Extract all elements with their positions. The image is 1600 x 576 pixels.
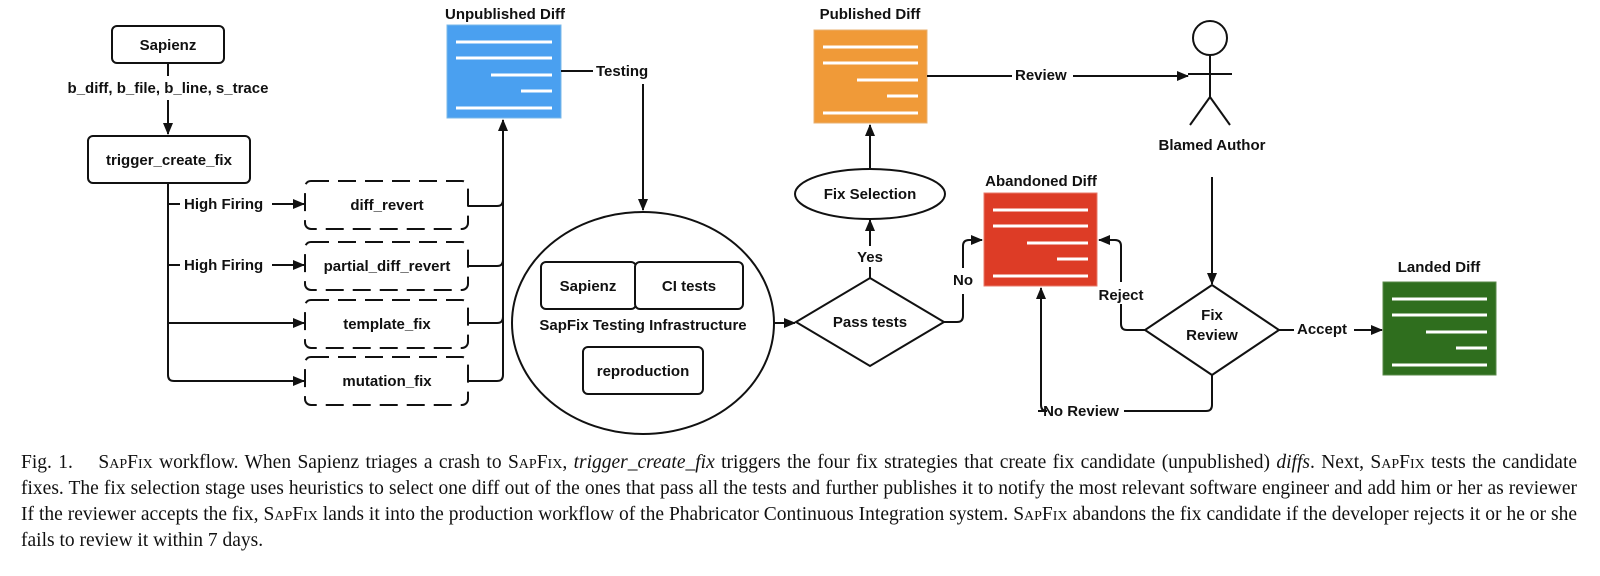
fix-selection-label: Fix Selection <box>824 186 917 203</box>
infra-title-label: SapFix Testing Infrastructure <box>539 317 746 334</box>
pass-tests-diamond <box>794 276 946 368</box>
caption-text-1: workflow. When Sapienz triages a crash t… <box>152 452 508 473</box>
infra-reproduction-label: reproduction <box>597 363 690 380</box>
caption-sapfix-4: SapFix <box>263 504 318 525</box>
diff-revert-label: diff_revert <box>350 197 423 214</box>
partial-diff-revert-label: partial_diff_revert <box>324 258 451 275</box>
sapfix-workflow-diagram: Sapienz b_diff, b_file, b_line, s_trace … <box>68 6 1497 435</box>
infra-ci-tests-label: CI tests <box>662 278 716 295</box>
published-diff-document <box>813 29 928 124</box>
published-diff-title: Published Diff <box>820 6 922 23</box>
high-firing-label-2: High Firing <box>184 257 263 274</box>
accept-label: Accept <box>1297 321 1347 338</box>
caption-text-3: triggers the four fix strategies that cr… <box>714 452 1277 473</box>
landed-diff-document <box>1382 281 1497 376</box>
landed-diff-lines <box>1392 297 1487 367</box>
unpublished-diff-document <box>446 24 562 119</box>
sapienz-label: Sapienz <box>140 37 197 54</box>
caption-sapfix-2: SapFix <box>507 452 563 473</box>
caption-text-7: abandons the fix candidate if the develo… <box>21 504 1578 551</box>
fix-review-label-line2: Review <box>1186 327 1238 344</box>
caption-text-2: , <box>562 452 574 473</box>
caption-text-5: tests the candidate fixes. The fix selec… <box>21 452 1578 525</box>
caption-text-6: lands it into the production workflow of… <box>317 504 1014 525</box>
sapienz-output-label: b_diff, b_file, b_line, s_trace <box>68 80 269 97</box>
infra-ci-tests-box <box>634 261 744 310</box>
unpublished-diff-lines <box>456 40 552 110</box>
reject-label: Reject <box>1098 287 1143 304</box>
figure-caption: Fig. 1. SapFix workflow. When Sapienz tr… <box>21 450 1577 554</box>
caption-sapfix-5: SapFix <box>1013 504 1068 525</box>
caption-trigger: trigger_create_fix <box>573 452 715 473</box>
caption-sapfix-3: SapFix <box>1370 452 1425 473</box>
high-firing-label-1: High Firing <box>184 196 263 213</box>
yes-label: Yes <box>857 249 883 266</box>
landed-diff-title: Landed Diff <box>1398 259 1481 276</box>
pass-tests-label: Pass tests <box>833 314 907 331</box>
review-label: Review <box>1015 67 1067 84</box>
infra-reproduction-box <box>582 346 704 395</box>
unpublished-diff-title: Unpublished Diff <box>445 6 566 23</box>
mutation-fix-label: mutation_fix <box>342 373 432 390</box>
trigger-create-fix-label: trigger_create_fix <box>106 152 233 169</box>
no-review-label: No Review <box>1043 403 1119 420</box>
blamed-author-figure <box>1188 20 1232 126</box>
caption-sapfix-1: SapFix <box>98 452 153 473</box>
caption-fig-number: Fig. 1. <box>21 452 73 473</box>
blamed-author-label: Blamed Author <box>1159 137 1266 154</box>
caption-text-4: . Next, <box>1309 452 1371 473</box>
template-fix-label: template_fix <box>343 316 431 333</box>
infra-sapienz-label: Sapienz <box>560 278 617 295</box>
testing-label: Testing <box>596 63 648 80</box>
abandoned-diff-document <box>983 192 1098 287</box>
no-label: No <box>953 272 973 289</box>
published-diff-lines <box>823 45 918 115</box>
abandoned-diff-title: Abandoned Diff <box>985 173 1098 190</box>
abandoned-diff-lines <box>993 208 1088 278</box>
fix-review-label-line1: Fix <box>1201 307 1223 324</box>
caption-diffs: diffs <box>1276 452 1310 473</box>
